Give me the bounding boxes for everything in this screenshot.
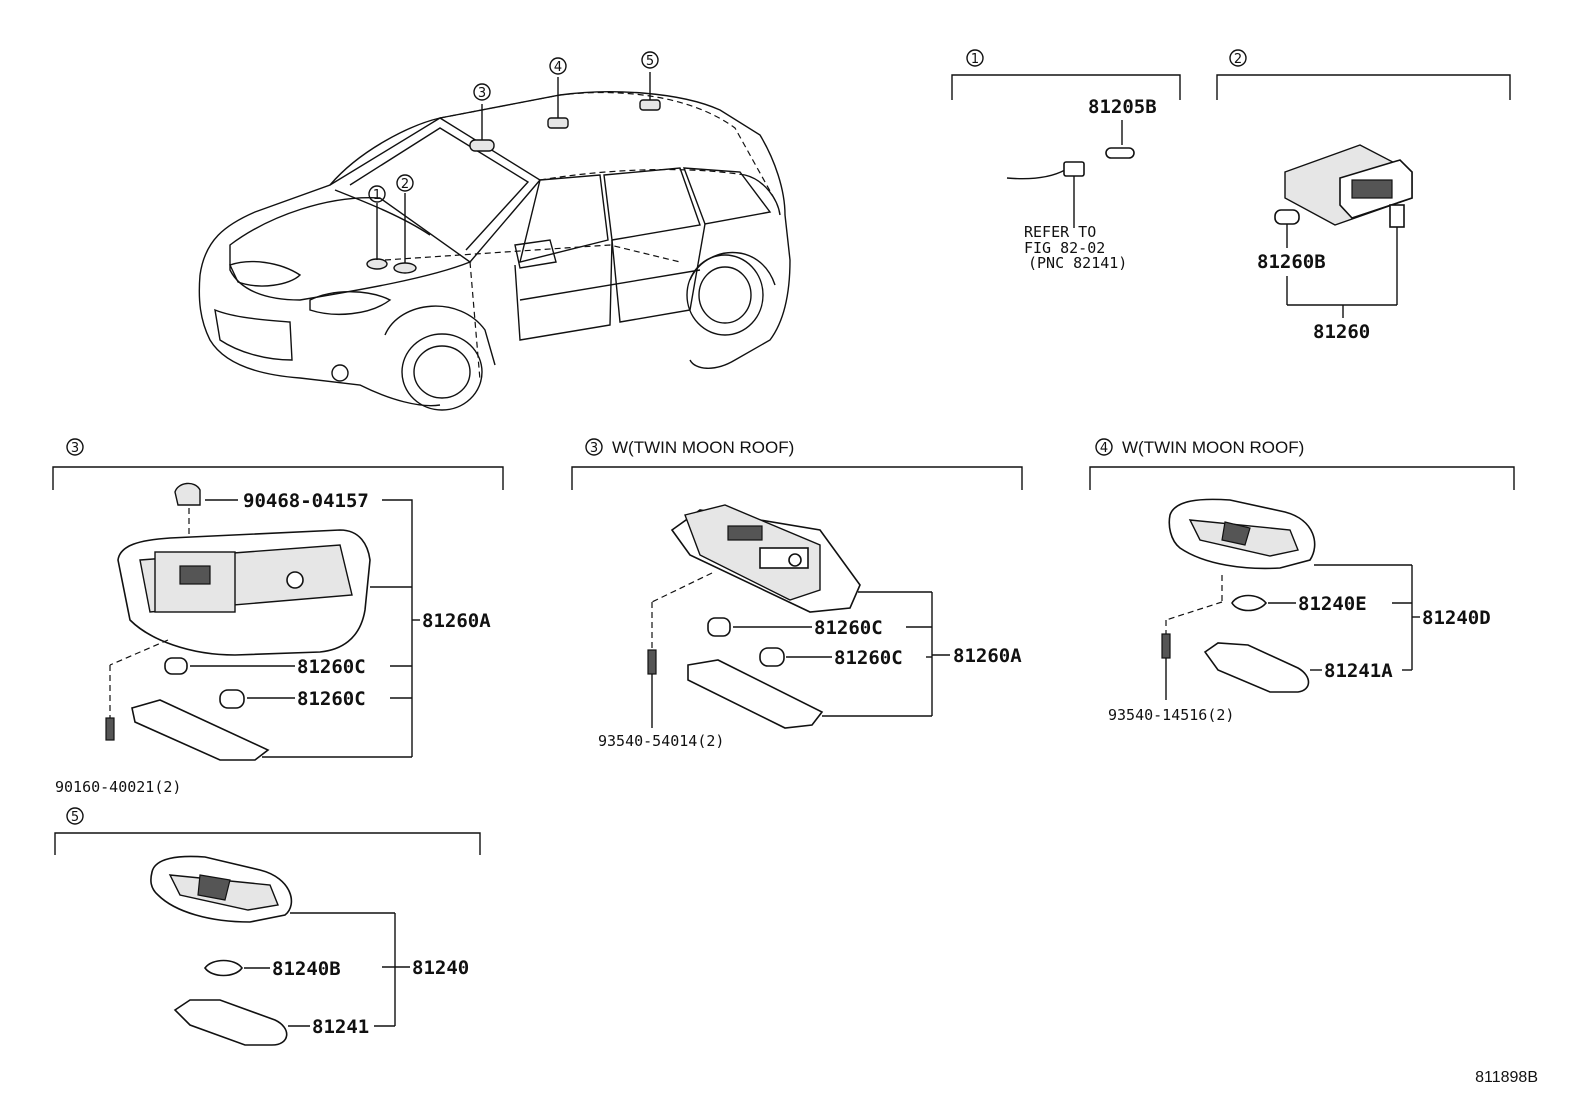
svg-text:1: 1 — [373, 188, 381, 203]
svg-text:REFER TO: REFER TO — [1024, 223, 1096, 241]
bulb-81205b — [1105, 147, 1135, 159]
label-90468-04157: 90468-04157 — [243, 490, 369, 512]
section-3-marker: 3 — [71, 441, 79, 456]
label-81260c-1: 81260C — [297, 656, 366, 678]
lens-81241 — [173, 999, 288, 1046]
diagram-code: 811898B — [1475, 1069, 1538, 1086]
label-93540-14516: 93540-14516(2) — [1108, 706, 1234, 724]
section-1-marker: 1 — [971, 52, 979, 67]
svg-text:FIG 82-02: FIG 82-02 — [1024, 239, 1105, 257]
label-81260: 81260 — [1313, 321, 1370, 343]
svg-text:(PNC 82141): (PNC 82141) — [1028, 254, 1127, 272]
label-93540-54014: 93540-54014(2) — [598, 732, 724, 750]
lens — [131, 699, 270, 761]
section-3: 3 90468-04157 81260A 81260C 81260C 90160 — [52, 438, 504, 796]
section-2-marker: 2 — [1234, 52, 1242, 67]
label-81260c-twin-2: 81260C — [834, 647, 903, 669]
label-90160-40021: 90160-40021(2) — [55, 778, 181, 796]
section-4-marker: 4 — [1100, 441, 1108, 456]
label-81240e: 81240E — [1298, 593, 1367, 615]
section-3b-title: W(TWIN MOON ROOF) — [612, 438, 794, 457]
section-5: 5 81240 81240B 81241 — [54, 807, 481, 1046]
bulb-81260c-2 — [219, 689, 245, 709]
socket-connector — [1063, 161, 1085, 177]
screw-90160 — [105, 717, 115, 741]
label-81241a: 81241A — [1324, 660, 1393, 682]
vehicle-marker-1: 1 — [368, 185, 386, 203]
vehicle-marker-2: 2 — [396, 174, 414, 192]
lens-81241a — [1203, 642, 1310, 693]
bulb-81240b — [204, 959, 243, 977]
section-5-marker: 5 — [71, 810, 79, 825]
screw-93540-14516 — [1161, 633, 1171, 659]
label-81240d: 81240D — [1422, 607, 1491, 629]
bulb-81240e — [1231, 594, 1268, 612]
vehicle-marker-4: 4 — [549, 57, 567, 75]
screw-93540-54014 — [647, 649, 657, 675]
bulb-81260c-twin-2 — [759, 647, 785, 667]
vehicle-marker-3: 3 — [473, 83, 491, 101]
svg-text:5: 5 — [646, 54, 654, 69]
vehicle-illustration — [198, 72, 791, 411]
section-1: 1 81205B REFER TO FIG 82-02 (PNC 82141) — [951, 49, 1181, 272]
label-81260a: 81260A — [422, 610, 491, 632]
clip-90468 — [174, 482, 201, 506]
label-81260c-twin-1: 81260C — [814, 617, 883, 639]
label-81260c-2: 81260C — [297, 688, 366, 710]
label-81260b: 81260B — [1257, 251, 1326, 273]
svg-text:4: 4 — [554, 60, 562, 75]
section-4: 4 W(TWIN MOON ROOF) 81240D 81240E 81241A… — [1089, 438, 1515, 724]
section-3b: 3 W(TWIN MOON ROOF) 81260A 81260C 81260C… — [571, 438, 1023, 750]
bulb-81260b — [1274, 209, 1300, 225]
svg-text:2: 2 — [401, 177, 409, 192]
bulb-81260c-twin-1 — [707, 617, 731, 637]
vehicle-marker-5: 5 — [641, 51, 659, 69]
label-81240: 81240 — [412, 957, 469, 979]
bulb-81260c-1 — [164, 657, 188, 675]
label-81260a-twin: 81260A — [953, 645, 1022, 667]
section-4-title: W(TWIN MOON ROOF) — [1122, 438, 1304, 457]
svg-text:3: 3 — [478, 86, 486, 101]
lens-twin — [687, 659, 824, 729]
label-81205b: 81205B — [1088, 96, 1157, 118]
section-2: 2 81260B 81260 — [1216, 49, 1511, 343]
label-81240b: 81240B — [272, 958, 341, 980]
label-81241: 81241 — [312, 1016, 369, 1038]
section-3b-marker: 3 — [590, 441, 598, 456]
